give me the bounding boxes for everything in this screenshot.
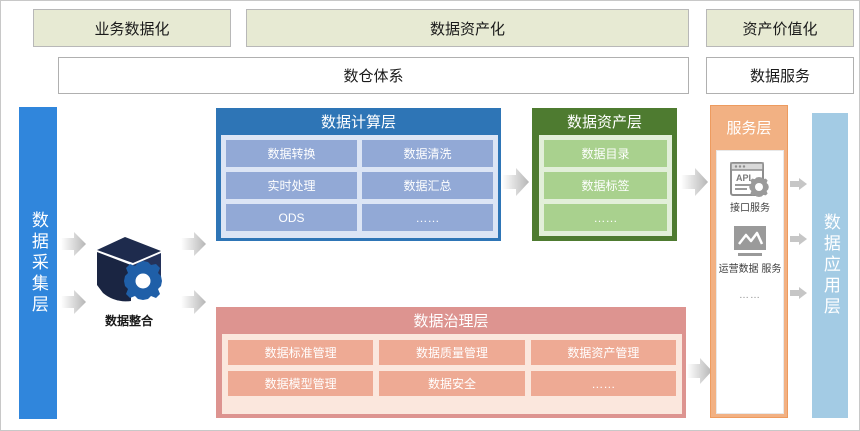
subband-label: 数据服务 [749, 68, 810, 85]
monitor-chart-icon [734, 225, 766, 256]
layer-service: 服务层 API 接口服务 运营数据 服务 …… [710, 105, 788, 418]
arrow-compute-to-asset [502, 166, 530, 198]
band-label: 数据资产化 [429, 20, 505, 38]
service-items: API 接口服务 运营数据 服务 …… [716, 150, 784, 414]
service-item-label-ops: 运营数据 服务 [718, 263, 782, 275]
arrow-service-to-application-1 [790, 177, 808, 191]
arrow-integrate-to-governance [181, 289, 207, 315]
arrow-collection-to-integrate-top [61, 231, 87, 257]
layer-title: 数据治理层 [217, 308, 685, 332]
data-integration-label: 数据整合 [104, 314, 153, 328]
api-window-gear-icon: API [730, 162, 769, 197]
pillar-data-application-layer: 数据应用层 [812, 113, 848, 418]
chip-governance-more[interactable]: …… [530, 371, 676, 396]
layer-title: 服务层 [711, 106, 787, 148]
subband-data-warehouse-system: 数仓体系 [58, 57, 689, 94]
chip-data-catalog[interactable]: 数据目录 [544, 140, 667, 167]
arrow-asset-to-service [681, 166, 709, 198]
data-integration-node: 数据整合 [87, 233, 171, 329]
arrow-collection-to-integrate-bottom [61, 289, 87, 315]
layer-data-governance: 数据治理层 数据标准管理 数据质量管理 数据资产管理 数据模型管理 数据安全 …… [216, 307, 686, 418]
band-label: 资产价值化 [742, 20, 818, 38]
svg-text:API: API [736, 173, 751, 183]
chip-ods[interactable]: ODS [226, 204, 357, 231]
layer-items: 数据标准管理 数据质量管理 数据资产管理 数据模型管理 数据安全 …… [222, 334, 682, 414]
layer-data-asset: 数据资产层 数据目录 数据标签 …… [532, 108, 677, 241]
service-more: …… [739, 290, 761, 301]
chip-data-model-management[interactable]: 数据模型管理 [228, 371, 374, 396]
layer-items: 数据转换 数据清洗 实时处理 数据汇总 ODS …… [221, 135, 498, 238]
layer-title: 数据计算层 [217, 109, 500, 133]
chip-data-transform[interactable]: 数据转换 [226, 140, 357, 167]
layer-title: 数据资产层 [533, 109, 676, 133]
pillar-label: 数据应用层 [820, 213, 840, 318]
arrow-service-to-application-2 [790, 232, 808, 246]
chip-data-asset-management[interactable]: 数据资产管理 [530, 340, 676, 365]
subband-data-service: 数据服务 [706, 57, 854, 94]
layer-data-compute: 数据计算层 数据转换 数据清洗 实时处理 数据汇总 ODS …… [216, 108, 501, 241]
chip-data-quality-management[interactable]: 数据质量管理 [379, 340, 525, 365]
chip-compute-more[interactable]: …… [362, 204, 493, 231]
band-business-datafication: 业务数据化 [33, 9, 231, 47]
chip-data-aggregation[interactable]: 数据汇总 [362, 172, 493, 199]
chip-data-security[interactable]: 数据安全 [379, 371, 525, 396]
band-label: 业务数据化 [94, 20, 170, 38]
chip-realtime-processing[interactable]: 实时处理 [226, 172, 357, 199]
band-data-assetization: 数据资产化 [246, 9, 689, 47]
arrow-integrate-to-compute [181, 231, 207, 257]
service-item-label-api: 接口服务 [730, 203, 770, 214]
pillar-label: 数据采集层 [28, 210, 48, 316]
cube-gear-icon [97, 237, 162, 302]
band-asset-valuation: 资产价值化 [706, 9, 854, 47]
subband-label: 数仓体系 [343, 68, 404, 85]
chip-asset-more[interactable]: …… [544, 204, 667, 231]
layer-items: 数据目录 数据标签 …… [539, 135, 672, 236]
arrow-service-to-application-3 [790, 286, 808, 300]
chip-data-standard-management[interactable]: 数据标准管理 [228, 340, 374, 365]
chip-data-cleaning[interactable]: 数据清洗 [362, 140, 493, 167]
pillar-data-collection-layer: 数据采集层 [19, 107, 57, 419]
chip-data-tags[interactable]: 数据标签 [544, 172, 667, 199]
arrow-governance-to-service [687, 356, 713, 386]
